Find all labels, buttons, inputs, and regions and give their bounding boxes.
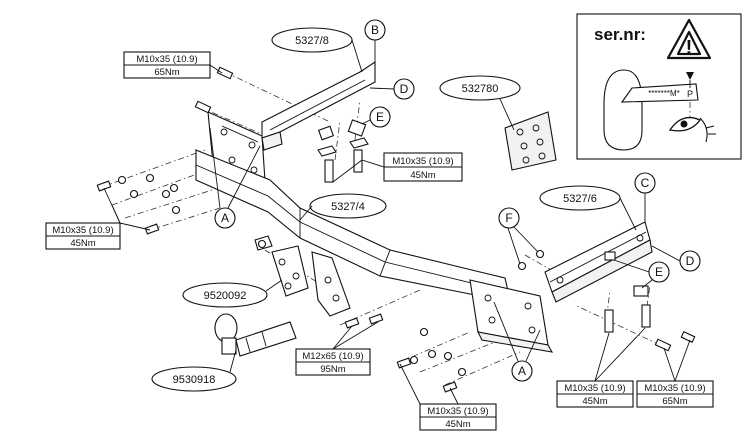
callout-a-left: A (209, 127, 261, 229)
spec-size: M10x35 (10.9) (392, 156, 453, 167)
label-9530918: 9530918 (151, 349, 237, 392)
spec-size: M10x35 (10.9) (564, 383, 625, 394)
mount-plate-532780 (504, 111, 557, 171)
svg-text:5327/4: 5327/4 (331, 201, 365, 213)
serial-plate-letter: P (687, 89, 693, 99)
svg-text:5327/8: 5327/8 (295, 35, 329, 47)
svg-text:B: B (371, 23, 379, 37)
arrow-down-icon (686, 72, 694, 80)
callout-a-right: A (493, 301, 541, 382)
spec-torque: 45Nm (445, 419, 470, 430)
spec-torque: 65Nm (154, 67, 179, 78)
spec-box-right-a: M10x35 (10.9) 45Nm (556, 327, 646, 408)
crossbar-5327-4 (195, 111, 554, 353)
serial-plate-text: *******M* (648, 89, 680, 98)
callout-d-right: D (651, 245, 701, 272)
svg-text:D: D (400, 82, 409, 96)
spec-size: M10x35 (10.9) (427, 406, 488, 417)
label-532780: 532780 (439, 75, 521, 131)
spec-torque: 45Nm (410, 170, 435, 181)
spec-box-bottom: M10x35 (10.9) 45Nm (399, 363, 497, 431)
svg-text:A: A (518, 364, 526, 378)
svg-text:D: D (686, 254, 695, 268)
svg-text:!: ! (686, 37, 693, 59)
svg-text:C: C (641, 176, 650, 190)
svg-text:E: E (376, 110, 384, 124)
svg-text:E: E (655, 265, 663, 279)
spec-size: M10x35 (10.9) (136, 54, 197, 65)
spec-size: M10x35 (10.9) (52, 225, 113, 236)
spec-box-center: M10x35 (10.9) 45Nm (332, 152, 463, 183)
callout-e-right: E (613, 259, 670, 289)
spec-size: M12x65 (10.9) (302, 351, 363, 362)
towball-9530918 (214, 313, 297, 357)
callout-f: F (498, 207, 539, 265)
spec-size: M10x35 (10.9) (644, 383, 705, 394)
svg-text:5327/6: 5327/6 (563, 193, 597, 205)
serial-number-inset: ser.nr: ! *******M* P (576, 13, 742, 160)
warning-icon: ! (666, 18, 712, 60)
spec-torque: 95Nm (320, 364, 345, 375)
spec-box-top-left: M10x35 (10.9) 65Nm (123, 51, 223, 79)
label-5327-4: 5327/4 (299, 193, 387, 221)
svg-text:9530918: 9530918 (173, 374, 216, 386)
label-5327-8: 5327/8 (271, 27, 363, 73)
callout-d-top: D (369, 78, 415, 100)
svg-text:F: F (505, 211, 512, 225)
svg-text:532780: 532780 (462, 83, 499, 95)
label-5327-6: 5327/6 (539, 185, 637, 231)
svg-text:9520092: 9520092 (204, 290, 247, 302)
bracket-5327-8 (261, 60, 376, 183)
label-9520092: 9520092 (182, 279, 283, 308)
spec-box-right-b: M10x35 (10.9) 65Nm (636, 339, 714, 408)
callout-c: C (634, 172, 656, 222)
inset-title: ser.nr: (594, 25, 646, 44)
bracket-5327-6 (544, 221, 653, 333)
spec-box-left: M10x35 (10.9) 45Nm (45, 187, 151, 250)
spec-torque: 45Nm (582, 396, 607, 407)
callout-b: B (364, 19, 386, 62)
callout-e-top: E (361, 106, 391, 128)
eye-icon (668, 116, 716, 143)
spec-torque: 65Nm (662, 396, 687, 407)
spec-box-ball: M12x65 (10.9) 95Nm (295, 321, 379, 376)
spec-torque: 45Nm (70, 238, 95, 249)
svg-text:A: A (221, 211, 229, 225)
